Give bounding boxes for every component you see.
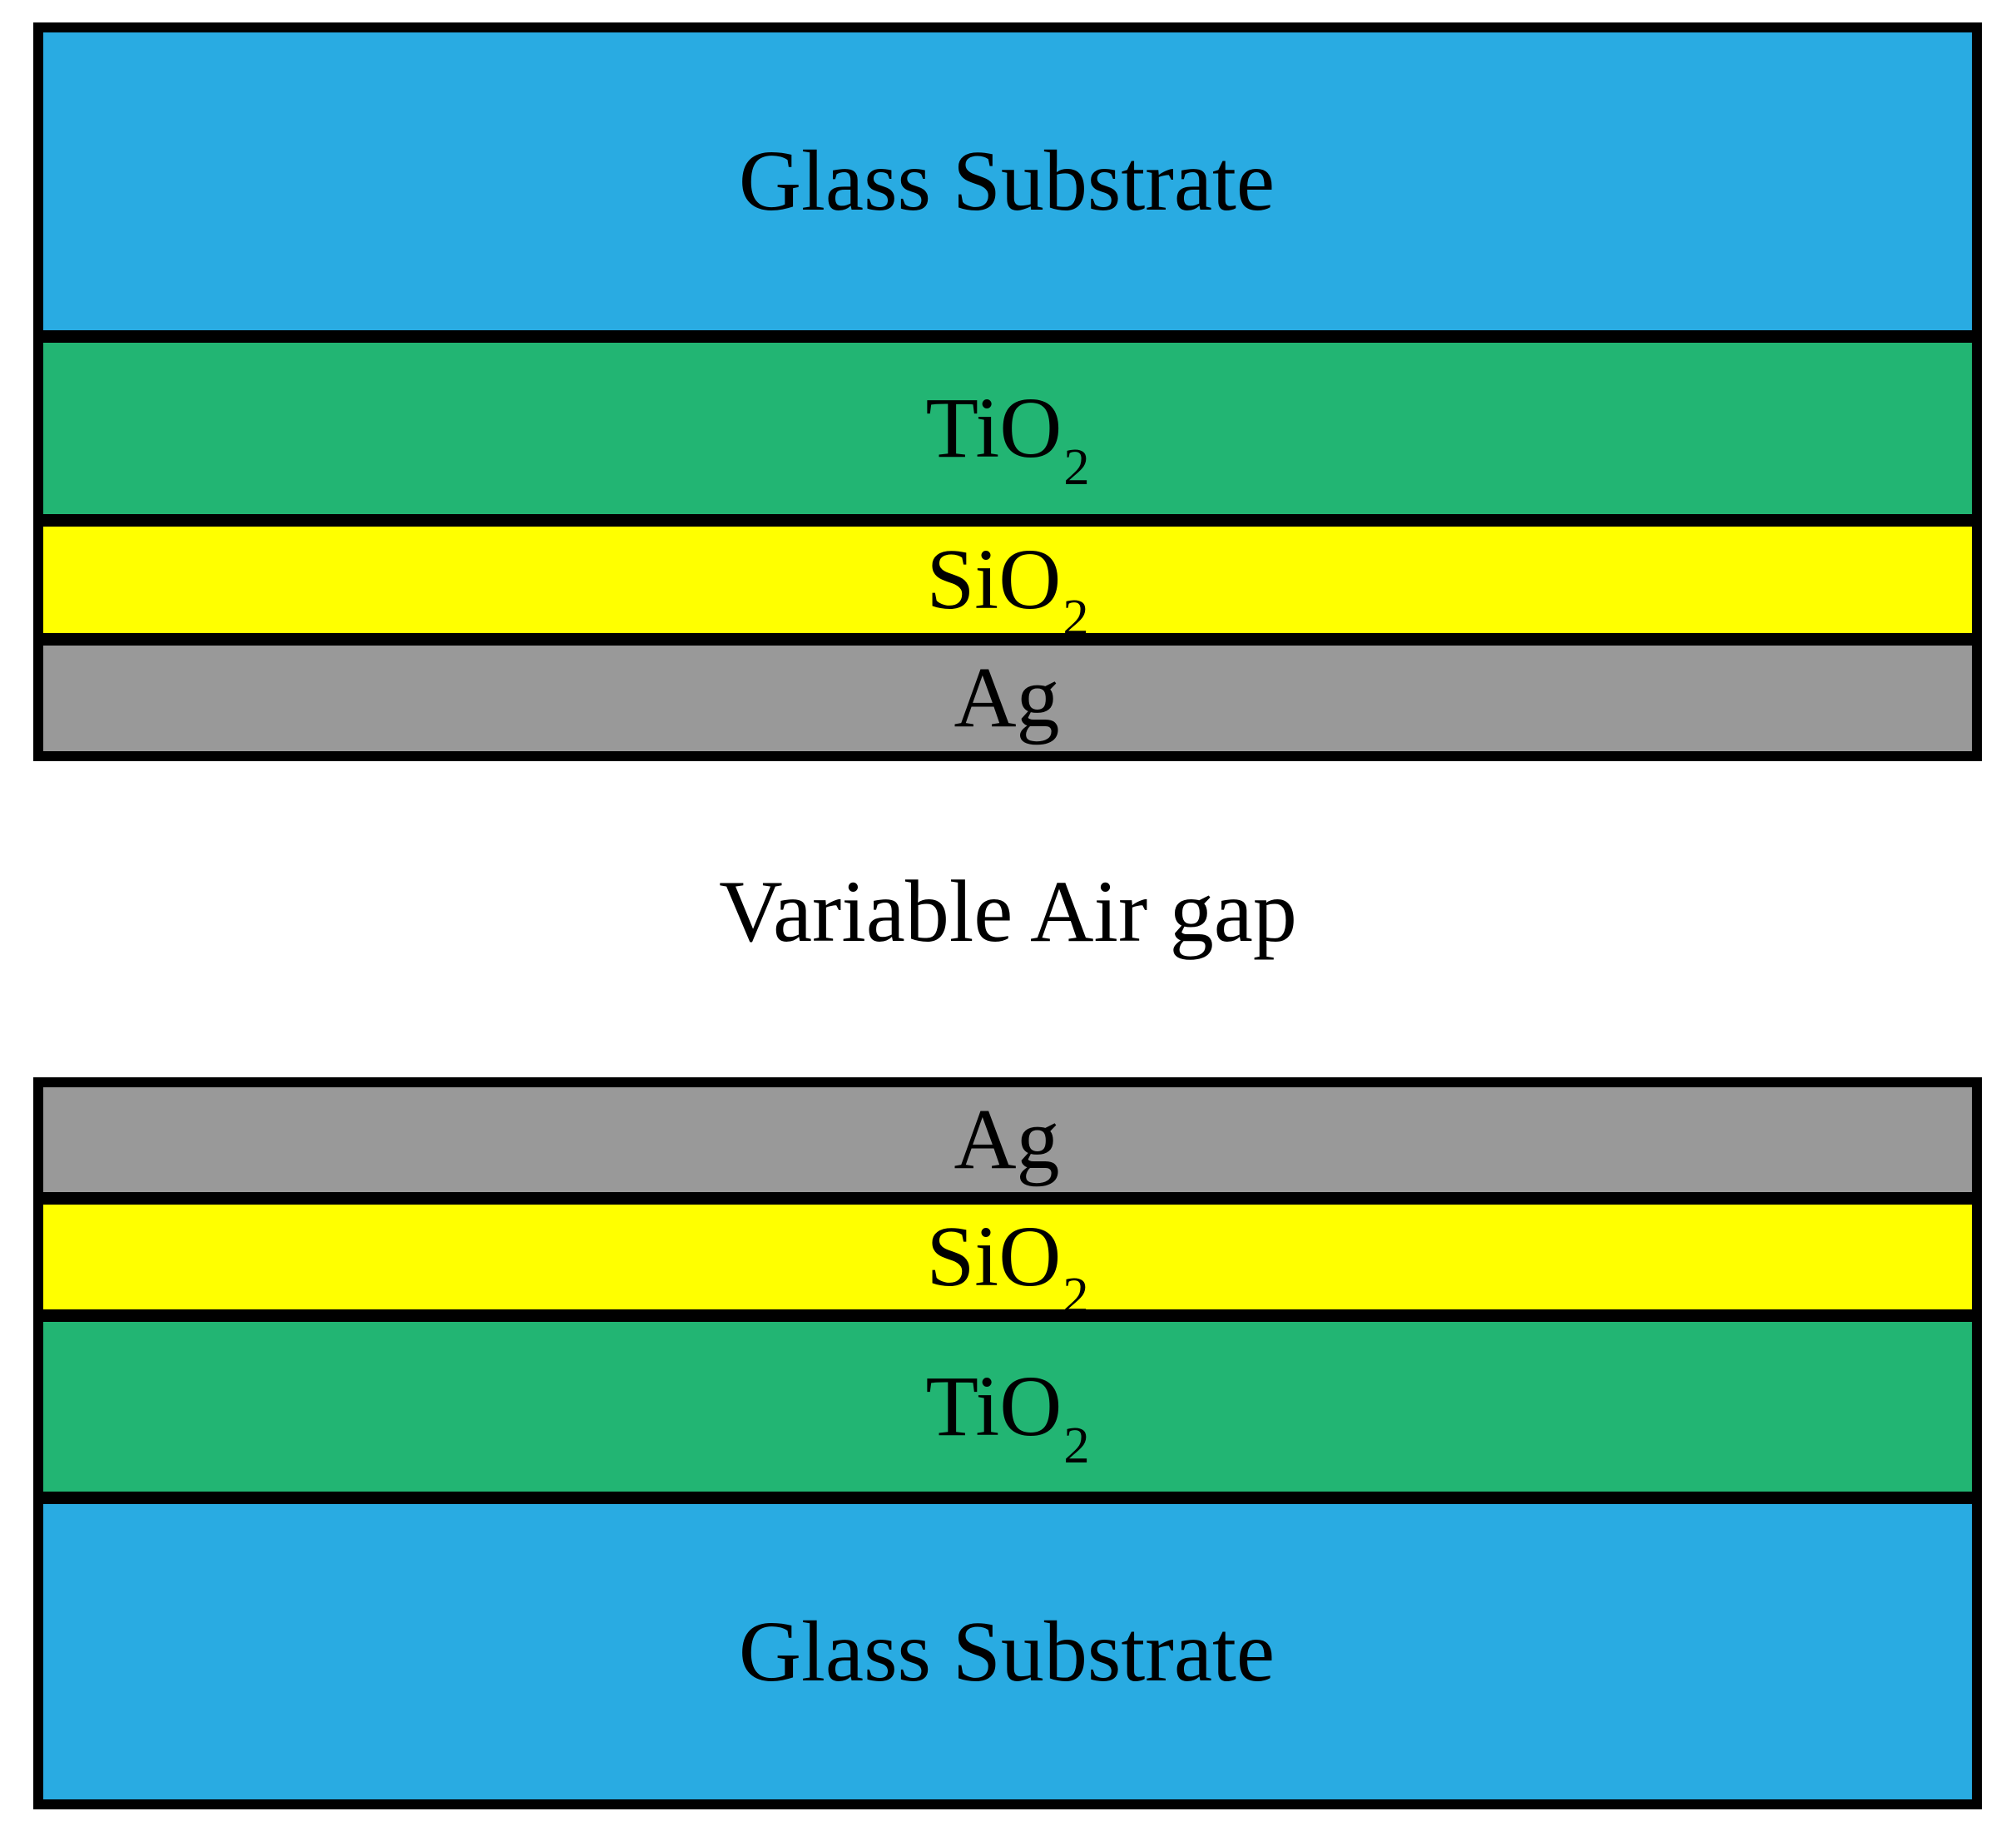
layer-label: Ag [954, 655, 1061, 741]
layer-label-subscript: 2 [1063, 1416, 1090, 1474]
layer-tio2-bottom: TiO2 [43, 1309, 1972, 1492]
layer-sio2-top: SiO2 [43, 514, 1972, 644]
layer-label-text: TiO [925, 1358, 1062, 1455]
layer-label: TiO2 [925, 385, 1089, 493]
layer-label: TiO2 [925, 1363, 1089, 1472]
layer-label-subscript: 2 [1063, 438, 1090, 496]
layer-label: Glass Substrate [739, 1608, 1276, 1695]
top-stack: Glass Substrate TiO2 SiO2 Ag [33, 22, 1982, 761]
layer-label-text: SiO [926, 531, 1062, 627]
layer-label: SiO2 [926, 1214, 1088, 1322]
layer-glass-substrate-bottom: Glass Substrate [43, 1492, 1972, 1800]
layer-label: Ag [954, 1096, 1061, 1183]
layer-label: Glass Substrate [739, 138, 1276, 225]
layer-label-text: SiO [926, 1209, 1062, 1305]
layer-glass-substrate-top: Glass Substrate [43, 32, 1972, 331]
layer-ag-bottom: Ag [43, 1087, 1972, 1193]
layer-label: SiO2 [926, 536, 1088, 644]
layer-label-text: Glass Substrate [738, 1603, 1275, 1700]
bottom-stack: Ag SiO2 TiO2 Glass Substrate [33, 1077, 1982, 1809]
layer-label-text: Glass Substrate [738, 133, 1275, 230]
layer-label-text: Ag [954, 1091, 1060, 1188]
variable-air-gap-label: Variable Air gap [719, 863, 1297, 960]
layer-label-subscript: 2 [1062, 589, 1089, 647]
layer-label-text: TiO [925, 380, 1062, 477]
layer-label-text: Ag [954, 650, 1060, 746]
layer-sio2-bottom: SiO2 [43, 1192, 1972, 1322]
layer-label-subscript: 2 [1062, 1266, 1089, 1324]
layer-tio2-top: TiO2 [43, 330, 1972, 515]
layer-ag-top: Ag [43, 632, 1972, 751]
